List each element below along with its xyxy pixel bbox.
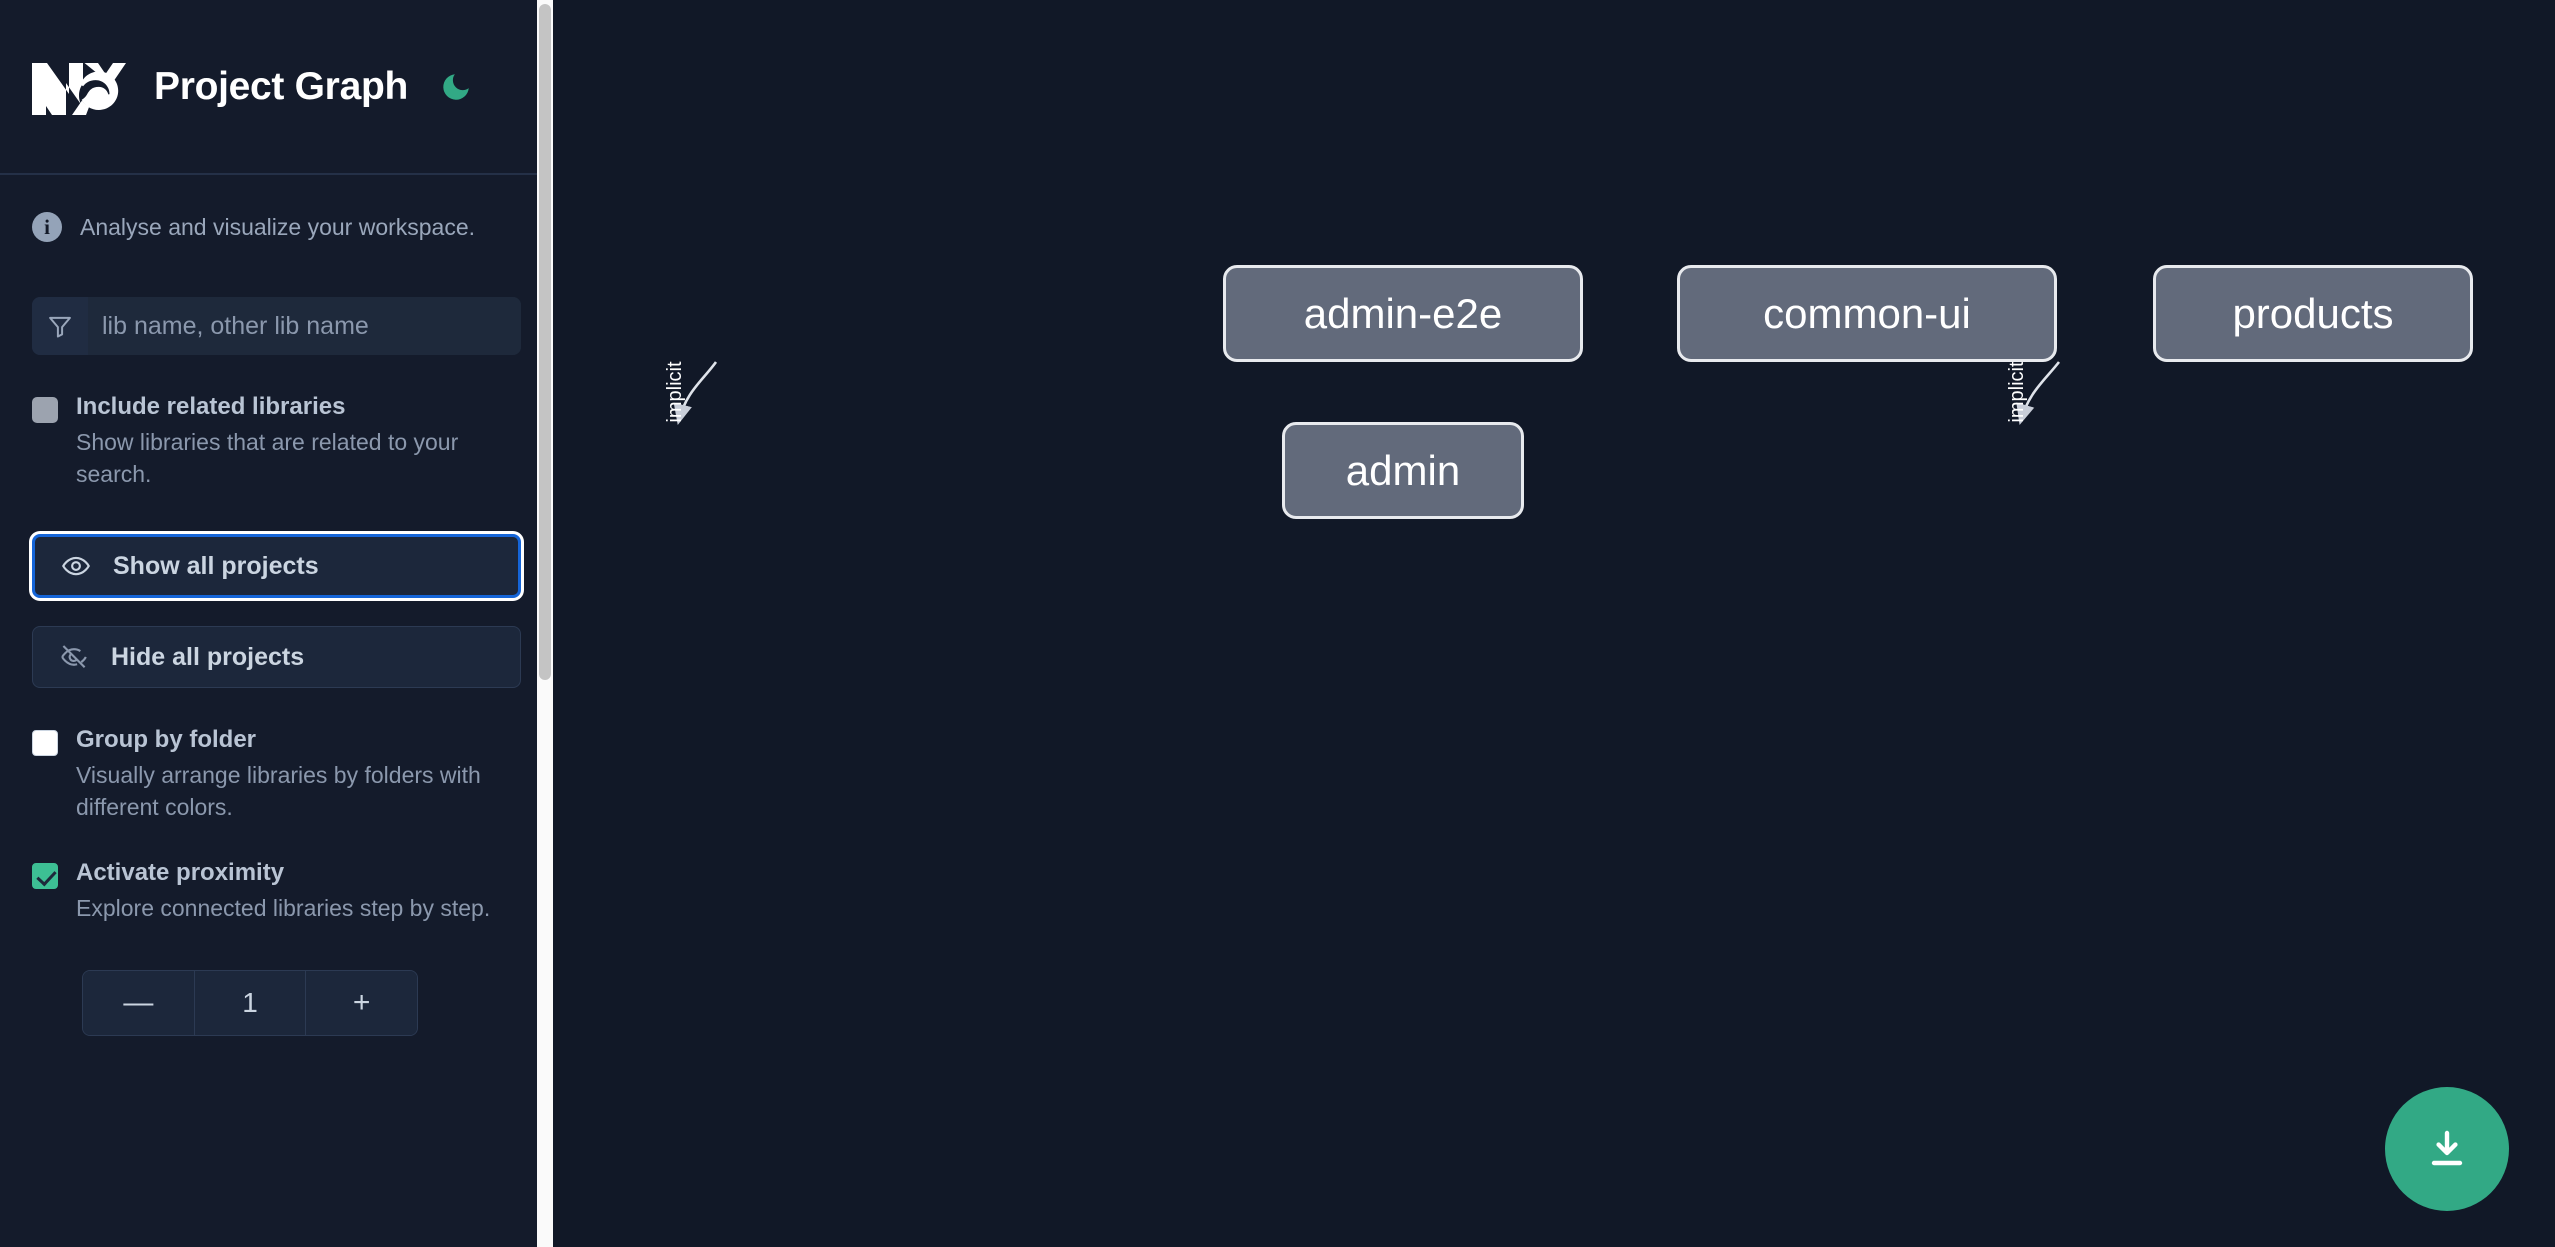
- graph-edges: implicit implicit: [664, 361, 2061, 426]
- show-all-projects-label: Show all projects: [113, 551, 319, 580]
- option-include-related-libraries[interactable]: Include related libraries Show libraries…: [32, 391, 521, 490]
- edge-label: implicit: [664, 361, 686, 423]
- proximity-decrement-button[interactable]: —: [83, 971, 194, 1035]
- option-description: Visually arrange libraries by folders wi…: [76, 762, 481, 820]
- graph-node-admin-e2e[interactable]: admin-e2e: [1223, 265, 1583, 362]
- graph-node-common-ui[interactable]: common-ui: [1677, 265, 2057, 362]
- option-group-by-folder[interactable]: Group by folder Visually arrange librari…: [32, 724, 521, 823]
- page-title: Project Graph: [154, 64, 408, 108]
- option-label: Include related libraries: [76, 393, 346, 420]
- sidebar-scrollbar[interactable]: [537, 0, 553, 1247]
- nx-logo-icon: [28, 57, 126, 117]
- workspace-info-text: Analyse and visualize your workspace.: [80, 213, 476, 240]
- search-input[interactable]: [88, 297, 521, 355]
- option-description: Explore connected libraries step by step…: [76, 895, 491, 921]
- option-label: Group by folder: [76, 726, 256, 753]
- graph-node-products[interactable]: products: [2153, 265, 2473, 362]
- option-activate-proximity[interactable]: Activate proximity Explore connected lib…: [32, 857, 521, 924]
- hide-all-projects-label: Hide all projects: [111, 642, 305, 671]
- graph-node-label: admin: [1345, 446, 1461, 494]
- sidebar-header: Project Graph: [0, 0, 553, 175]
- edge-store-e2e-store: [2016, 361, 2061, 425]
- group-by-folder-checkbox[interactable]: [32, 730, 58, 756]
- filter-funnel-icon: [32, 297, 88, 355]
- graph-node-label: common-ui: [1763, 289, 1971, 337]
- include-related-libraries-checkbox[interactable]: [32, 397, 58, 423]
- show-all-projects-button[interactable]: Show all projects: [32, 534, 521, 598]
- proximity-increment-button[interactable]: +: [306, 971, 417, 1035]
- sidebar: Project Graph i Analyse and visualize yo…: [0, 0, 553, 1247]
- edge-admin-e2e-admin: [673, 361, 718, 426]
- graph-node-label: admin-e2e: [1303, 289, 1503, 337]
- option-description: Show libraries that are related to your …: [76, 429, 459, 487]
- moon-icon[interactable]: [436, 67, 476, 107]
- activate-proximity-checkbox[interactable]: [32, 863, 58, 889]
- hide-all-projects-button[interactable]: Hide all projects: [32, 626, 521, 688]
- graph-node-admin[interactable]: admin: [1282, 422, 1524, 519]
- graph-node-label: products: [2232, 289, 2394, 337]
- sidebar-body: Include related libraries Show libraries…: [0, 297, 553, 1036]
- eye-off-icon: [59, 642, 89, 672]
- eye-icon: [61, 551, 91, 581]
- proximity-value: 1: [193, 971, 307, 1035]
- download-icon[interactable]: [2385, 1087, 2509, 1211]
- sidebar-scrollbar-thumb[interactable]: [539, 4, 551, 680]
- search-box[interactable]: [32, 297, 521, 355]
- workspace-info: i Analyse and visualize your workspace.: [0, 175, 553, 249]
- edge-label: implicit: [2006, 361, 2028, 423]
- info-circle-icon: i: [32, 212, 62, 242]
- proximity-stepper[interactable]: — 1 +: [82, 970, 418, 1036]
- graph-canvas[interactable]: implicit implicit admin-e2e common-ui prod…: [553, 0, 2555, 1247]
- option-label: Activate proximity: [76, 859, 285, 886]
